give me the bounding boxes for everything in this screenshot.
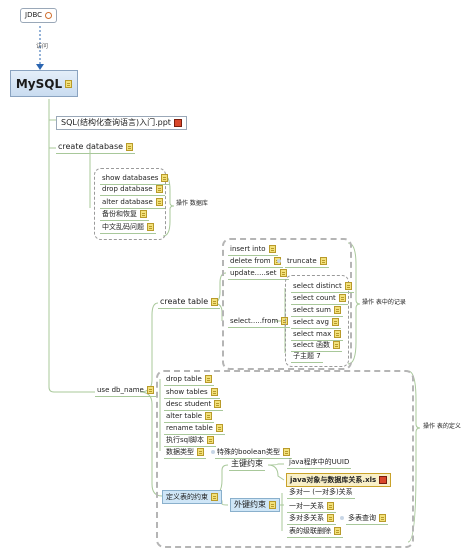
note-icon	[279, 269, 287, 277]
select-item[interactable]: select max	[291, 330, 344, 341]
database-ops-note: 操作 数据库	[176, 200, 208, 207]
note-icon	[155, 198, 163, 206]
table-op-item[interactable]: drop table	[164, 375, 214, 386]
boolean-connector	[209, 450, 217, 454]
table-op-item[interactable]: rename table	[164, 424, 225, 435]
table-op-item[interactable]: alter table	[164, 412, 215, 423]
note-icon	[344, 282, 352, 290]
fk-item[interactable]: 多对多关系	[287, 514, 336, 525]
create-table-node[interactable]: create table	[158, 297, 221, 309]
note-icon	[146, 386, 154, 394]
note-icon	[319, 257, 327, 265]
fk-item[interactable]: 一对一关系	[287, 502, 336, 513]
create-database-node[interactable]: create database	[56, 142, 136, 154]
db-op-item[interactable]: show databases	[100, 174, 171, 185]
jdbc-label: JDBC	[25, 11, 43, 19]
note-icon	[207, 436, 215, 444]
note-icon	[283, 448, 290, 456]
fk-item[interactable]: 表的级联删除	[287, 527, 343, 538]
note-icon	[197, 448, 204, 456]
sql-ppt-node[interactable]: SQL(结构化查询语言)入门.ppt	[56, 116, 187, 130]
note-icon	[269, 501, 276, 509]
many-query-node[interactable]: 多表查询	[346, 514, 388, 525]
note-icon	[211, 493, 218, 501]
insert-node[interactable]: insert into	[228, 245, 278, 256]
table-op-item[interactable]: 数据类型	[164, 448, 206, 459]
ppt-file-icon	[173, 119, 182, 127]
note-icon	[161, 174, 169, 182]
note-icon	[126, 143, 134, 151]
java-xls-node[interactable]: java对象与数据库关系.xls	[286, 473, 392, 487]
mysql-label: MySQL	[15, 76, 63, 91]
many-query-connector	[338, 516, 346, 520]
records-note: 操作 表中的记录	[362, 299, 406, 306]
xls-file-icon	[379, 476, 388, 484]
table-op-item[interactable]: desc student	[164, 400, 224, 411]
access-label: 访问	[36, 43, 49, 50]
note-icon	[204, 375, 212, 383]
note-icon	[333, 341, 341, 349]
use-db-label: use db_name	[97, 385, 144, 394]
note-icon	[268, 245, 276, 253]
note-icon	[215, 424, 223, 432]
note-icon	[140, 210, 147, 218]
uuid-node[interactable]: java程序中的UUID	[287, 459, 352, 469]
connector-dot	[211, 450, 215, 454]
select-group	[285, 275, 349, 367]
select-node[interactable]: select.....from	[228, 317, 291, 328]
link-icon	[45, 12, 53, 19]
note-icon	[155, 185, 163, 193]
mysql-root-node[interactable]: MySQL	[10, 70, 78, 97]
table-op-item[interactable]: show tables	[164, 388, 220, 399]
foreign-key-node[interactable]: 外键约束	[230, 498, 280, 512]
note-icon	[214, 400, 222, 408]
note-icon	[211, 298, 219, 306]
note-icon	[333, 306, 341, 314]
truncate-node[interactable]: truncate	[285, 257, 329, 268]
truncate-connector	[275, 259, 283, 263]
note-icon	[334, 330, 342, 338]
note-icon	[331, 318, 339, 326]
table-op-item[interactable]: 执行sql脚本	[164, 436, 217, 447]
primary-key-node[interactable]: 主键约束	[229, 460, 265, 471]
update-node[interactable]: update.....set	[228, 269, 289, 280]
define-constraints-node[interactable]: 定义表的约束	[162, 490, 222, 504]
select-item[interactable]: select avg	[291, 318, 341, 329]
select-item[interactable]: select count	[291, 294, 348, 305]
table-def-group	[156, 370, 414, 548]
note-icon	[205, 412, 213, 420]
connector-dot	[277, 259, 281, 263]
create-table-label: create table	[160, 297, 209, 306]
db-op-item[interactable]: drop database	[100, 185, 165, 196]
note-icon	[338, 294, 346, 302]
note-icon	[281, 317, 289, 325]
select-item[interactable]: select distinct	[291, 282, 354, 293]
jdbc-node[interactable]: JDBC	[20, 8, 58, 23]
note-icon	[327, 514, 334, 522]
create-database-label: create database	[58, 142, 124, 151]
note-icon	[65, 79, 73, 88]
fk-item[interactable]: 多对一 (一对多)关系	[287, 489, 355, 499]
note-icon	[210, 388, 218, 396]
records-group	[222, 238, 352, 370]
connector-dot	[340, 516, 344, 520]
db-op-item[interactable]: alter database	[100, 198, 165, 209]
boolean-type-node[interactable]: 特殊的boolean类型	[215, 448, 292, 459]
db-op-item[interactable]: 备份和恢复	[100, 210, 149, 221]
note-icon	[379, 514, 386, 522]
sql-ppt-label: SQL(结构化查询语言)入门.ppt	[61, 118, 171, 127]
select-item[interactable]: select sum	[291, 306, 343, 317]
select-item[interactable]: select 函数	[291, 341, 343, 352]
use-db-node[interactable]: use db_name	[95, 386, 156, 397]
note-icon	[334, 527, 341, 535]
table-def-note: 操作 表的定义	[423, 423, 461, 430]
db-op-item[interactable]: 中文乱码问题	[100, 223, 156, 234]
select-item[interactable]: 子主题 7	[291, 353, 323, 363]
note-icon	[327, 502, 334, 510]
note-icon	[147, 223, 154, 231]
database-ops-group	[94, 168, 166, 240]
